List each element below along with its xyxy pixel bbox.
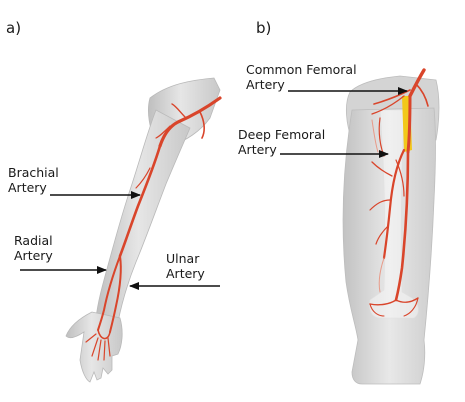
superficial-femoral-artery [394, 150, 410, 302]
arm-figure [65, 77, 222, 383]
label-radial-artery: Radial Artery [14, 233, 53, 263]
label-deep-femoral-line2: Artery [238, 142, 277, 157]
label-brachial-line1: Brachial [8, 165, 59, 180]
label-radial-line2: Artery [14, 248, 53, 263]
arm-silhouette [95, 109, 191, 323]
thigh-arteries [369, 68, 429, 317]
thigh-figure [342, 68, 440, 385]
axillary-artery [158, 96, 222, 148]
label-common-femoral-line2: Artery [246, 77, 285, 92]
femur-bone [369, 109, 419, 319]
label-deep-femoral-artery: Deep Femoral Artery [238, 127, 325, 157]
label-ulnar-line2: Artery [166, 266, 205, 281]
panel-label-b: b) [256, 19, 272, 37]
arm-arteries [85, 96, 222, 361]
label-deep-femoral-line1: Deep Femoral [238, 127, 326, 142]
label-common-femoral-line1: Common Femoral [246, 62, 357, 77]
label-ulnar-artery: Ulnar Artery [166, 251, 205, 281]
label-arrows [20, 87, 408, 290]
common-femoral-artery [406, 94, 412, 154]
ulnar-artery [109, 255, 122, 333]
label-brachial-line2: Artery [8, 180, 47, 195]
brachial-artery [118, 144, 162, 258]
radial-artery [97, 255, 121, 331]
genicular-arteries [369, 299, 397, 306]
label-ulnar-line1: Ulnar [166, 251, 200, 266]
label-brachial-artery: Brachial Artery [8, 165, 59, 195]
label-common-femoral-artery: Common Femoral Artery [246, 62, 357, 92]
arm-hand [65, 311, 123, 383]
panel-label-a: a) [6, 19, 22, 37]
label-radial-line1: Radial [14, 233, 53, 248]
palmar-arch [97, 329, 111, 340]
